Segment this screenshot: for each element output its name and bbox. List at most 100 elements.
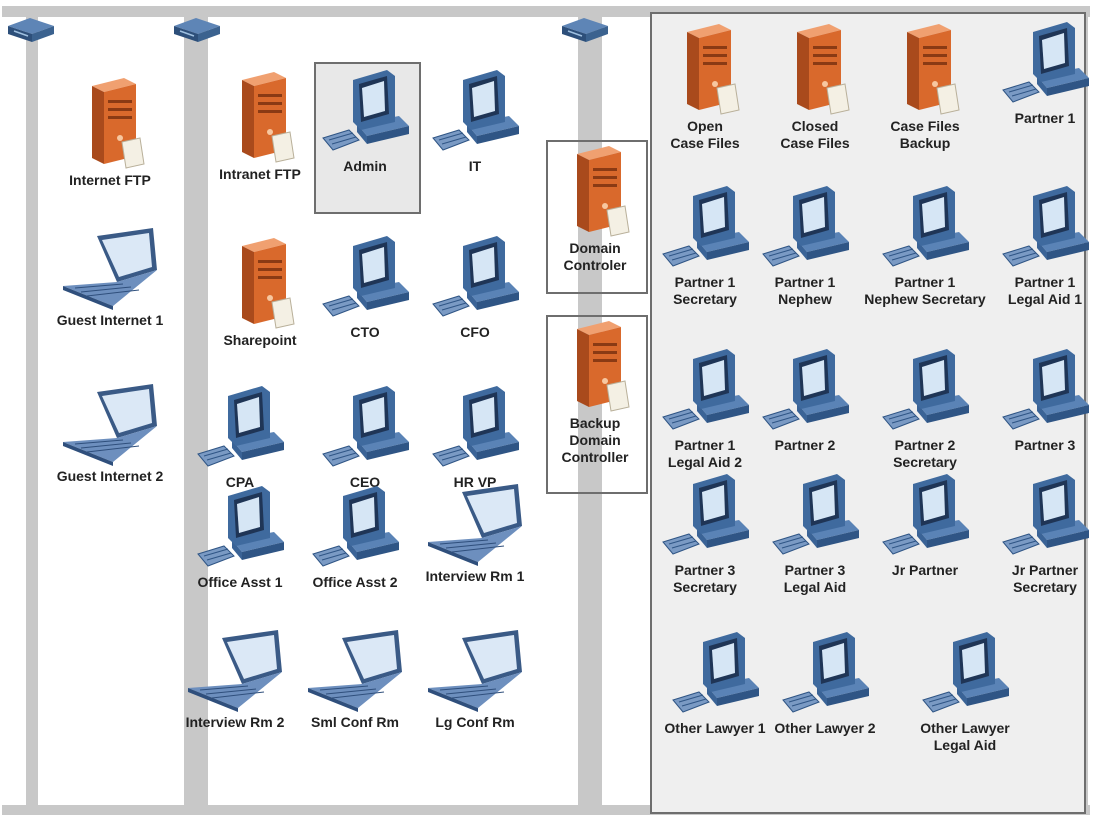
legal-node: Other Lawyer 1 [650,628,780,737]
node-label: Office Asst 2 [312,574,398,590]
laptop-icon [45,226,175,312]
workstation-icon [750,470,880,562]
server-icon [530,140,660,240]
switch-icon [172,16,222,51]
zone2-left-rail [196,6,208,815]
legal-node: Case Files Backup [860,18,990,152]
laptop-icon [410,482,540,568]
office-node: CTO [300,232,430,341]
node-label: Partner 1 Nephew [774,274,836,307]
node-label: Sml Conf Rm [311,714,399,730]
legal-node: Partner 2 Secretary [860,345,990,471]
workstation-icon [760,628,890,720]
laptop-icon [170,628,300,714]
node-label: Partner 2 Secretary [893,437,957,470]
legal-node: Partner 1 Nephew [740,182,870,308]
node-label: Backup Domain Controller [561,415,629,465]
legal-node: Partner 1 Nephew Secretary [860,182,990,308]
node-label: Open Case Files [670,118,740,151]
backbone-bottom [2,805,1090,815]
legal-node: Partner 1 Secretary [640,182,770,308]
laptop-icon [410,628,540,714]
node-label: CFO [460,324,490,340]
legal-node: Open Case Files [640,18,770,152]
legal-node: Partner 2 [740,345,870,454]
node-label: Closed Case Files [780,118,850,151]
node-label: Other Lawyer Legal Aid [920,720,1010,753]
workstation-icon [860,182,990,274]
zone1-right-rail [184,6,196,815]
workstation-icon [740,345,870,437]
workstation-icon [980,18,1093,110]
legal-node: Partner 1 Legal Aid 2 [640,345,770,471]
node-label: Partner 1 Secretary [673,274,737,307]
workstation-icon [410,382,540,474]
server-icon [860,18,990,118]
office-node: CPA [175,382,305,491]
switch-icon [6,16,56,51]
node-label: HR VP [453,474,497,490]
server-icon [640,18,770,118]
node-label: CTO [350,324,380,340]
server-icon [195,66,325,166]
internet-node: Internet FTP [45,72,175,189]
office-node: Admin [300,66,430,175]
backup-domain-controller-box [546,315,648,494]
internet-node: Guest Internet 1 [45,226,175,329]
domain-controller-box [546,140,648,294]
node-label: CPA [225,474,255,490]
legal-node: Other Lawyer Legal Aid [900,628,1030,754]
node-label: Guest Internet 1 [56,312,164,328]
server-icon [195,232,325,332]
node-label: Partner 3 Legal Aid [783,562,847,595]
node-label: Sharepoint [223,332,297,348]
node-label: Jr Partner [891,562,959,578]
legal-node: Other Lawyer 2 [760,628,890,737]
node-label: Partner 1 [1014,110,1076,126]
office-node: Interview Rm 1 [410,482,540,585]
office-node: CFO [410,232,540,341]
legal-node: Closed Case Files [750,18,880,152]
node-label: CEO [349,474,381,490]
office-node: HR VP [410,382,540,491]
workstation-icon [640,182,770,274]
workstation-icon [300,382,430,474]
node-label: Partner 1 Legal Aid 2 [667,437,743,470]
office-node: Sml Conf Rm [290,628,420,731]
office-node: CEO [300,382,430,491]
workstation-icon [175,482,305,574]
workstation-icon [980,345,1093,437]
workstation-icon [740,182,870,274]
office-node: Interview Rm 2 [170,628,300,731]
workstation-icon [640,345,770,437]
zone1-left-rail [26,6,38,815]
node-label: Partner 3 Secretary [673,562,737,595]
workstation-icon [860,345,990,437]
node-label: Domain Controler [563,240,627,273]
workstation-icon [980,470,1093,562]
node-label: Admin [343,158,387,174]
controllers-node: Backup Domain Controller [530,315,660,466]
workstation-icon [300,232,430,324]
office-node: Office Asst 1 [175,482,305,591]
server-icon [45,72,175,172]
laptop-icon [45,382,175,468]
workstation-icon [860,470,990,562]
office-node: Office Asst 2 [290,482,420,591]
legal-node: Partner 1 Legal Aid 1 [980,182,1093,308]
backbone-top [2,6,1090,17]
office-node: Lg Conf Rm [410,628,540,731]
legal-node: Jr Partner [860,470,990,579]
workstation-icon [900,628,1030,720]
office-node: Sharepoint [195,232,325,349]
office-node: Intranet FTP [195,66,325,183]
workstation-icon [410,66,540,158]
node-label: Interview Rm 2 [185,714,285,730]
legal-node: Partner 1 [980,18,1093,127]
switch-icon [560,16,610,51]
node-label: IT [468,158,482,174]
server-icon [530,315,660,415]
node-label: Other Lawyer 2 [774,720,876,736]
server-icon [750,18,880,118]
node-label: Guest Internet 2 [56,468,164,484]
